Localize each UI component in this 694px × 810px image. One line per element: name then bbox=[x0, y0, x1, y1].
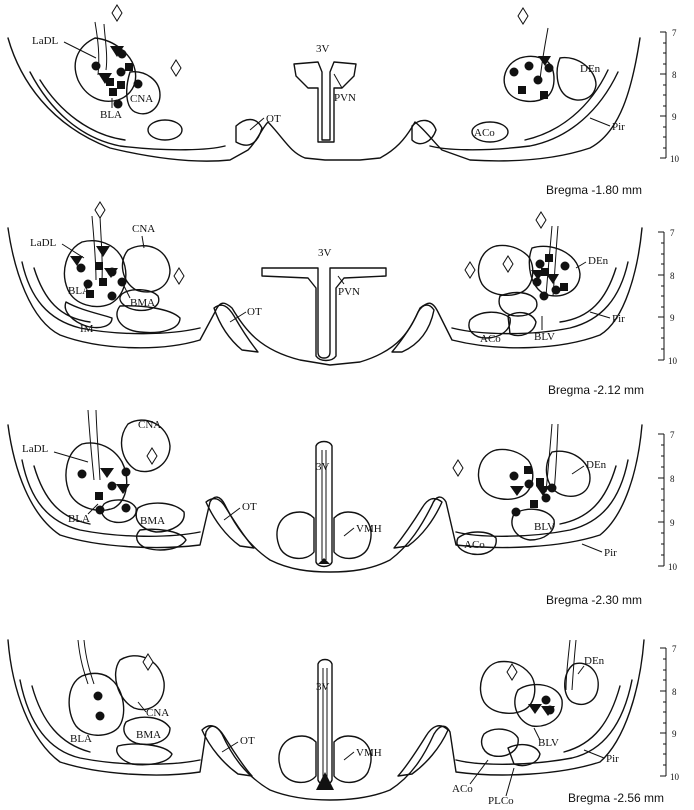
label-aco: ACo bbox=[452, 783, 473, 795]
section-4: BLA CNA BMA 3V VMH OT DEn BLV ACo PLCo P… bbox=[7, 639, 680, 807]
label-3v: 3V bbox=[316, 43, 330, 55]
svg-text:10: 10 bbox=[670, 154, 680, 164]
label-pir: Pir bbox=[612, 313, 625, 325]
label-bla: BLA bbox=[100, 109, 122, 121]
depth-scale-3: 7 8 9 10 bbox=[658, 430, 678, 572]
label-aco: ACo bbox=[474, 127, 495, 139]
label-aco: ACo bbox=[480, 333, 501, 345]
svg-text:9: 9 bbox=[670, 518, 675, 528]
label-plco: PLCo bbox=[488, 795, 514, 807]
section-1: LaDL BLA CNA 3V PVN OT DEn ACo Pir 7 8 9… bbox=[7, 4, 680, 197]
label-ladl: LaDL bbox=[30, 237, 57, 249]
svg-text:7: 7 bbox=[670, 228, 675, 238]
svg-text:7: 7 bbox=[672, 28, 677, 38]
label-vmh: VMH bbox=[356, 523, 382, 535]
label-den: DEn bbox=[586, 459, 607, 471]
svg-text:10: 10 bbox=[670, 772, 680, 782]
svg-text:10: 10 bbox=[668, 356, 678, 366]
label-vmh: VMH bbox=[356, 747, 382, 759]
section-4-outline bbox=[7, 639, 645, 801]
depth-scale-2: 7 8 9 10 bbox=[658, 228, 678, 366]
svg-text:9: 9 bbox=[672, 729, 677, 739]
svg-text:8: 8 bbox=[672, 70, 677, 80]
label-aco: ACo bbox=[464, 539, 485, 551]
svg-text:8: 8 bbox=[672, 687, 677, 697]
label-ladl: LaDL bbox=[22, 443, 49, 455]
label-ot: OT bbox=[242, 501, 257, 513]
label-bma: BMA bbox=[130, 297, 155, 309]
label-cna: CNA bbox=[132, 223, 155, 235]
svg-text:7: 7 bbox=[670, 430, 675, 440]
label-den: DEn bbox=[584, 655, 605, 667]
label-bla: BLA bbox=[70, 733, 92, 745]
svg-text:8: 8 bbox=[670, 474, 675, 484]
label-pvn: PVN bbox=[334, 92, 356, 104]
bregma-label-3: Bregma -2.30 mm bbox=[546, 593, 642, 607]
bregma-label-2: Bregma -2.12 mm bbox=[548, 383, 644, 397]
label-3v: 3V bbox=[318, 247, 332, 259]
svg-text:8: 8 bbox=[670, 271, 675, 281]
section-1-outline bbox=[7, 37, 641, 162]
label-den: DEn bbox=[580, 63, 601, 75]
label-blv: BLV bbox=[534, 521, 555, 533]
label-pir: Pir bbox=[606, 753, 619, 765]
bregma-label-4: Bregma -2.56 mm bbox=[568, 791, 664, 805]
label-im: IM bbox=[80, 323, 94, 335]
bregma-label-1: Bregma -1.80 mm bbox=[546, 183, 642, 197]
svg-text:7: 7 bbox=[672, 644, 677, 654]
svg-text:9: 9 bbox=[670, 313, 675, 323]
section-2-outline bbox=[7, 227, 643, 366]
label-pir: Pir bbox=[612, 121, 625, 133]
label-den: DEn bbox=[588, 255, 609, 267]
label-cna: CNA bbox=[146, 707, 169, 719]
label-blv: BLV bbox=[534, 331, 555, 343]
label-pvn: PVN bbox=[338, 286, 360, 298]
section-2: LaDL CNA BLA BMA IM 3V PVN OT DEn ACo BL… bbox=[7, 201, 678, 397]
label-cna: CNA bbox=[130, 93, 153, 105]
label-blv: BLV bbox=[538, 737, 559, 749]
depth-scale-1: 7 8 9 10 bbox=[660, 28, 680, 164]
label-ot: OT bbox=[266, 113, 281, 125]
label-bma: BMA bbox=[136, 729, 161, 741]
label-ladl: LaDL bbox=[32, 35, 59, 47]
label-ot: OT bbox=[240, 735, 255, 747]
label-ot: OT bbox=[247, 306, 262, 318]
label-3v: 3V bbox=[316, 461, 330, 473]
section-3: LaDL CNA BLA BMA 3V VMH OT DEn BLV ACo P… bbox=[7, 409, 678, 607]
svg-text:10: 10 bbox=[668, 562, 678, 572]
section-3-outline bbox=[7, 424, 643, 573]
label-3v: 3V bbox=[316, 681, 330, 693]
label-bla: BLA bbox=[68, 513, 90, 525]
svg-text:9: 9 bbox=[672, 112, 677, 122]
label-bla: BLA bbox=[68, 285, 90, 297]
depth-scale-4: 7 8 9 10 bbox=[660, 644, 680, 782]
label-pir: Pir bbox=[604, 547, 617, 559]
label-bma: BMA bbox=[140, 515, 165, 527]
label-cna: CNA bbox=[138, 419, 161, 431]
